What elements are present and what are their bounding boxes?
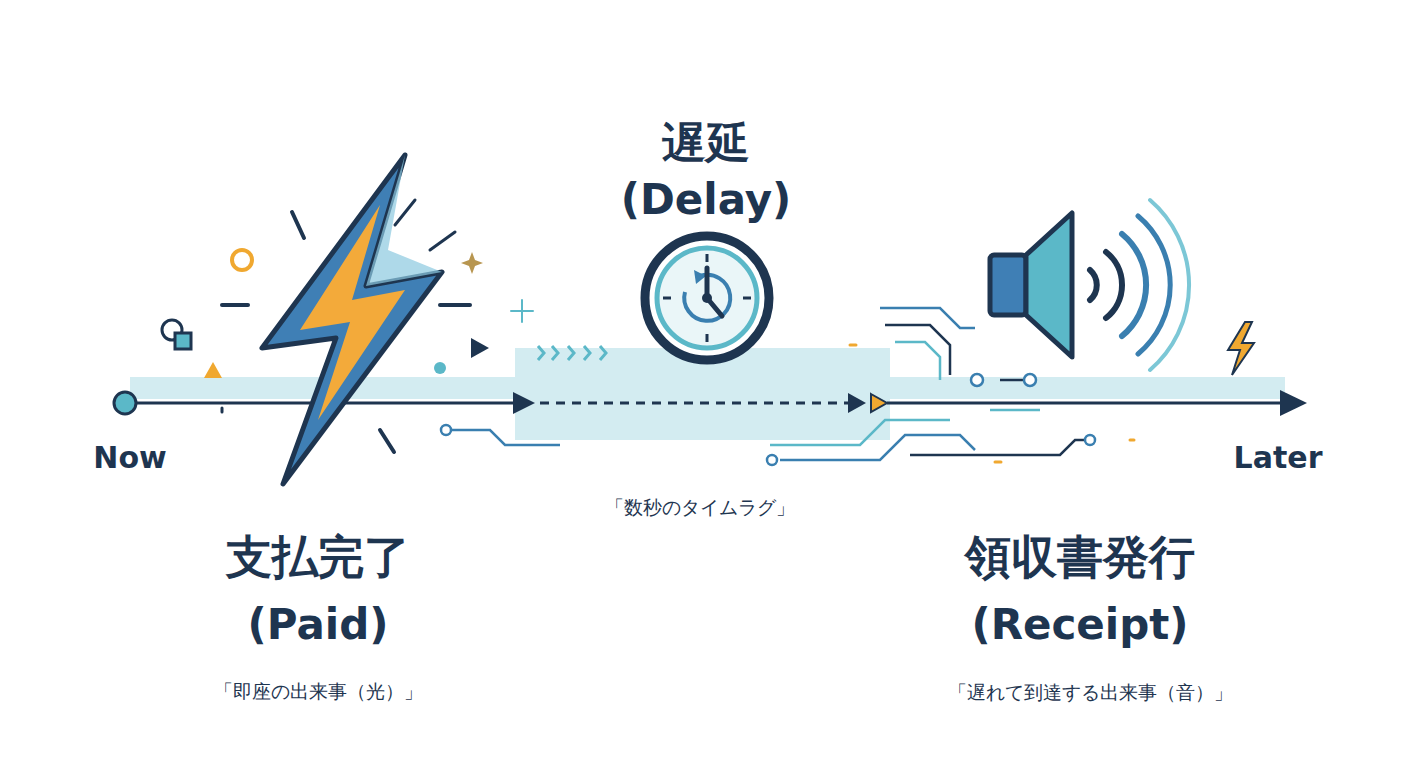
event-subtitle: (Paid)	[248, 601, 389, 649]
note-text: 「遅れて到達する出来事（音）」	[948, 682, 1233, 704]
note-text: 「即座の出来事（光）」	[214, 681, 423, 703]
chevrons	[538, 346, 606, 360]
spark-decorations	[162, 200, 1134, 462]
timeline-axis	[114, 390, 1307, 416]
circuit-traces	[441, 308, 1095, 465]
section-subtitle: (Delay)	[621, 176, 792, 224]
event-title: 領収書発行	[965, 531, 1195, 584]
event-subtitle: (Receipt)	[971, 601, 1188, 649]
note-text: 「数秒のタイムラグ」	[605, 497, 795, 519]
event-title: 支払完了	[226, 531, 410, 584]
axis-label: Now	[93, 441, 166, 476]
lightning-icon	[262, 155, 442, 484]
clock-icon	[645, 236, 769, 360]
axis-label: Later	[1234, 441, 1323, 476]
speaker-icon	[990, 200, 1254, 375]
section-title: 遅延	[662, 118, 750, 169]
